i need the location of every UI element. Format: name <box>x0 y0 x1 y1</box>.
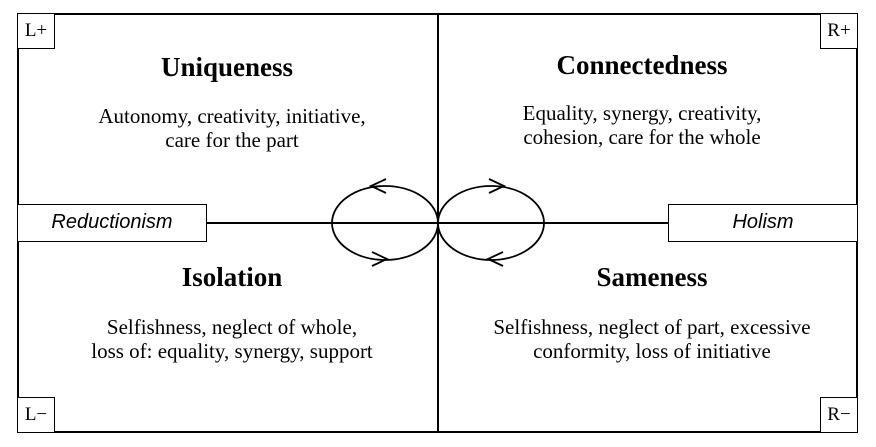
corner-label-bottom-right: R− <box>820 397 858 433</box>
quadrant-title-uniqueness: Uniqueness <box>160 52 294 82</box>
quadrant-title-isolation: Isolation <box>181 262 283 292</box>
pole-label-reductionism: Reductionism <box>17 204 207 242</box>
quadrant-desc-connectedness: Equality, synergy, creativity, cohesion,… <box>522 101 762 149</box>
quadrant-desc-isolation: Selfishness, neglect of whole, loss of: … <box>91 315 373 363</box>
quadrant-desc-uniqueness: Autonomy, creativity, initiative, care f… <box>98 104 366 152</box>
corner-label-bottom-left: L− <box>17 397 55 433</box>
right-top-arrow-icon <box>488 178 507 194</box>
quadrant-title-connectedness: Connectedness <box>556 50 728 80</box>
corner-label-top-left: L+ <box>17 13 55 49</box>
quadrant-title-sameness: Sameness <box>596 262 708 292</box>
right-bottom-arrow-icon <box>485 251 504 267</box>
left-top-arrow-icon <box>368 178 387 194</box>
left-bottom-arrow-icon <box>371 251 390 267</box>
corner-label-top-right: R+ <box>820 13 858 49</box>
quadrant-desc-sameness: Selfishness, neglect of part, excessive … <box>493 315 811 363</box>
pole-label-holism: Holism <box>668 204 858 242</box>
